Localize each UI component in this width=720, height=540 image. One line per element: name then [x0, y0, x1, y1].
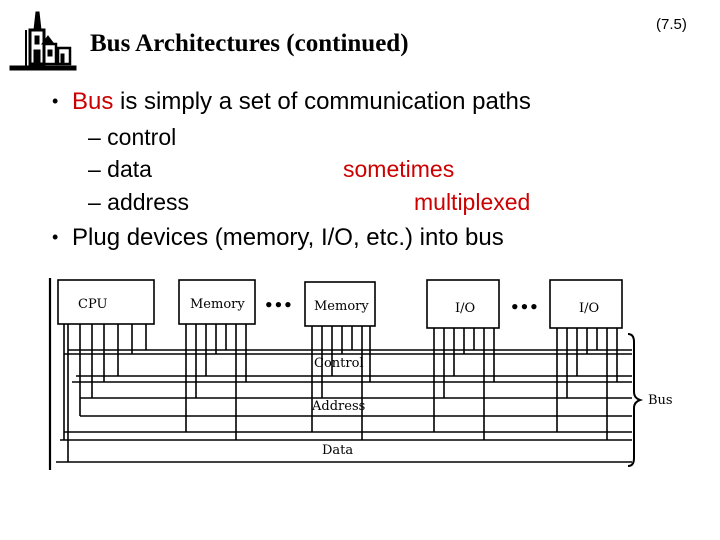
- bus-brace-label: Bus: [648, 393, 673, 408]
- sub-item-address: – address: [88, 189, 190, 215]
- castle-logo-icon: [9, 11, 77, 71]
- device-label-cpu: CPU: [78, 297, 107, 312]
- bus-line-label-address: Address: [311, 399, 365, 414]
- note-multiplexed: multiplexed: [414, 189, 531, 215]
- bullet-item-2: • Plug devices (memory, I/O, etc.) into b…: [52, 224, 504, 252]
- device-label-memory-2: Memory: [314, 299, 369, 314]
- device-box-cpu: [57, 279, 155, 325]
- bullet-2-text: Plug devices (memory, I/O, etc.) into bu…: [72, 224, 504, 251]
- device-box-memory-1: [178, 279, 256, 325]
- device-label-io-2: I/O: [579, 301, 599, 316]
- device-label-memory-1: Memory: [190, 297, 245, 312]
- bus-line-label-control: Control: [314, 356, 364, 371]
- device-box-io-2: [549, 279, 623, 329]
- device-label-io-1: I/O: [455, 301, 475, 316]
- note-sometimes: sometimes: [343, 156, 455, 182]
- bus-term: Bus: [72, 88, 114, 115]
- sub-item-control: – control: [88, 124, 177, 150]
- device-box-memory-2: [304, 281, 376, 327]
- bullet-item-1: • Bus is simply a set of communication pa…: [52, 88, 531, 116]
- bullet-dot-icon: •: [52, 91, 59, 111]
- page-title: Bus Architectures (continued): [90, 30, 409, 57]
- ellipsis-2: •••: [510, 298, 539, 316]
- ellipsis-1: •••: [264, 296, 293, 314]
- bullet-1-text: is simply a set of communication paths: [113, 88, 531, 115]
- slide-number: (7.5): [656, 16, 687, 33]
- bus-line-label-data: Data: [322, 443, 353, 458]
- bullet-dot-icon: •: [52, 227, 59, 247]
- sub-item-data: – data: [88, 156, 152, 182]
- device-box-io-1: [426, 279, 500, 329]
